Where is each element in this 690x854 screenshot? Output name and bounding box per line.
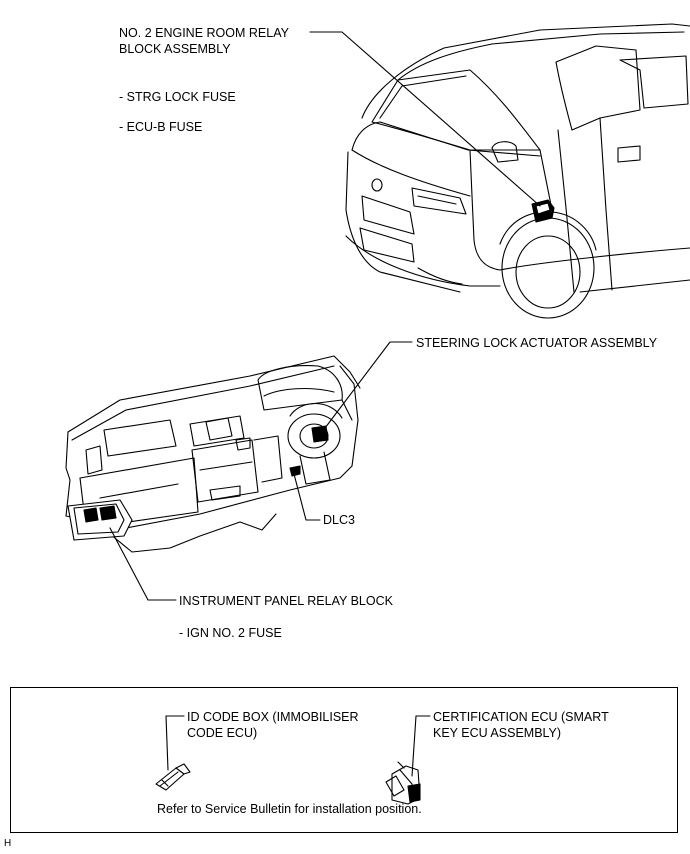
leader-steering-lock [321, 341, 413, 433]
corner-mark: H [4, 838, 12, 849]
note-box [10, 687, 678, 833]
leader-relay-block [309, 31, 541, 207]
certification-ecu-label-line1: CERTIFICATION ECU (SMART [433, 710, 609, 724]
leader-id-code-box [165, 715, 185, 771]
id-code-box-label-line2: CODE ECU) [187, 726, 258, 740]
leader-certification-ecu [411, 715, 431, 777]
relay-block-label-line2: BLOCK ASSEMBLY [119, 42, 231, 56]
leader-dlc3 [293, 473, 321, 521]
id-code-box-label-line1: ID CODE BOX (IMMOBILISER [187, 710, 359, 724]
dlc3-label: DLC3 [323, 513, 355, 527]
fuse-ecu-b-label: - ECU-B FUSE [119, 120, 203, 134]
steering-lock-actuator-label: STEERING LOCK ACTUATOR ASSEMBLY [416, 336, 658, 350]
certification-ecu-illustration [385, 761, 421, 805]
instrument-panel-relay-block-label: INSTRUMENT PANEL RELAY BLOCK [179, 594, 393, 608]
certification-ecu-label-line2: KEY ECU ASSEMBLY) [433, 726, 562, 740]
relay-block-label-line1: NO. 2 ENGINE ROOM RELAY [119, 26, 289, 40]
fuse-ign-no2-label: - IGN NO. 2 FUSE [179, 626, 282, 640]
leader-ip-relay [109, 527, 177, 601]
fuse-strg-lock-label: - STRG LOCK FUSE [119, 90, 236, 104]
van-illustration [345, 23, 690, 319]
dashboard-illustration [65, 355, 361, 553]
id-code-box-illustration [155, 763, 191, 791]
installation-footnote: Refer to Service Bulletin for installati… [157, 802, 422, 816]
